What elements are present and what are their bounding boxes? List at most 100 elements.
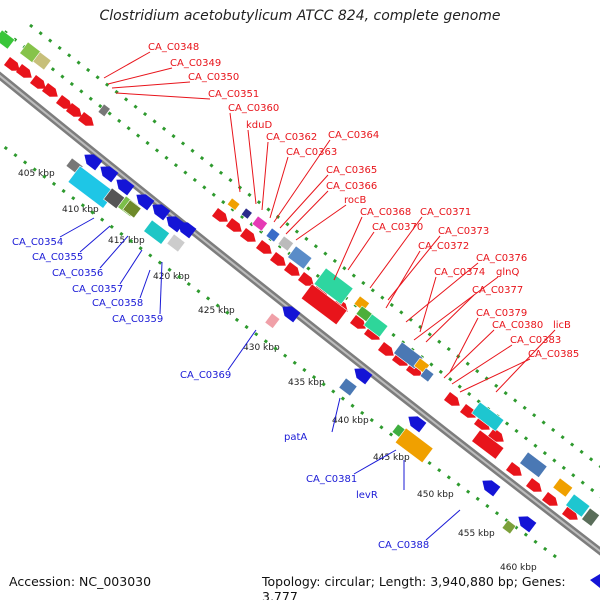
reverse-gene-label[interactable]: patA	[284, 432, 307, 443]
forward-gene-arrow	[15, 64, 32, 78]
gene-feature-box	[287, 245, 313, 270]
forward-gene-label[interactable]: CA_C0365	[326, 165, 377, 176]
gene-feature-box	[501, 519, 517, 535]
reverse-gene-label[interactable]: CA_C0381	[306, 474, 357, 485]
forward-gene-label[interactable]: CA_C0376	[476, 253, 527, 264]
forward-gene-arrow	[349, 315, 366, 329]
reverse-gene-label[interactable]: CA_C0369	[180, 370, 231, 381]
forward-gene-label[interactable]: CA_C0383	[510, 335, 561, 346]
forward-gene-leader	[425, 294, 475, 343]
forward-gene-arrow	[225, 218, 242, 232]
reverse-gene-arrow	[282, 306, 301, 323]
forward-gene-leader	[229, 112, 241, 193]
reverse-gene-label[interactable]: CA_C0354	[12, 237, 63, 248]
forward-gene-leader	[449, 317, 479, 373]
reverse-gene-label[interactable]: CA_C0355	[32, 252, 83, 263]
reverse-gene-leader	[353, 449, 397, 475]
forward-gene-leader	[369, 216, 423, 289]
reverse-gene-leader	[139, 269, 151, 299]
forward-gene-label[interactable]: licB	[553, 320, 571, 331]
forward-gene-leader	[333, 216, 363, 281]
tick-label: 435 kbp	[288, 378, 325, 388]
reverse-gene-arrow	[408, 416, 427, 433]
gene-feature-box	[338, 377, 358, 397]
forward-gene-label[interactable]: CA_C0368	[360, 207, 411, 218]
forward-gene-label[interactable]: CA_C0374	[434, 267, 485, 278]
gene-feature-box	[122, 199, 142, 219]
gene-feature-box	[226, 197, 241, 211]
forward-gene-arrow	[255, 240, 272, 254]
reverse-gene-label[interactable]: CA_C0388	[378, 540, 429, 551]
forward-gene-label[interactable]: CA_C0377	[472, 285, 523, 296]
forward-gene-label[interactable]: CA_C0380	[492, 320, 543, 331]
forward-gene-label[interactable]: rocB	[344, 195, 367, 206]
gene-feature-box	[264, 312, 281, 330]
forward-gene-label[interactable]: kduD	[246, 120, 272, 131]
forward-gene-arrow	[487, 428, 504, 442]
forward-gene-arrow	[525, 478, 542, 492]
reverse-gene-label[interactable]: CA_C0359	[112, 314, 163, 325]
reverse-gene-arrow	[354, 368, 373, 385]
forward-gene-leader	[261, 141, 269, 211]
forward-gene-arrow	[377, 342, 394, 356]
forward-gene-label[interactable]: CA_C0362	[266, 132, 317, 143]
reverse-gene-label[interactable]: CA_C0358	[92, 298, 143, 309]
forward-gene-label[interactable]: CA_C0350	[188, 72, 239, 83]
forward-gene-arrow	[391, 352, 408, 366]
reverse-gene-arrow	[178, 222, 197, 239]
gene-feature-box	[265, 227, 281, 243]
forward-gene-leader	[247, 129, 257, 205]
scroll-right-arrow-icon[interactable]	[590, 574, 600, 588]
forward-gene-label[interactable]: CA_C0363	[286, 147, 337, 158]
forward-gene-label[interactable]: CA_C0364	[328, 130, 379, 141]
reverse-gene-label[interactable]: CA_C0356	[52, 268, 103, 279]
forward-gene-arrow	[471, 429, 505, 460]
forward-gene-label[interactable]: glnQ	[496, 267, 519, 278]
reverse-gene-label[interactable]: levR	[356, 490, 378, 501]
map-title: Clostridium acetobutylicum ATCC 824, com…	[99, 8, 501, 24]
reverse-gene-label[interactable]: CA_C0357	[72, 284, 123, 295]
forward-gene-arrow	[29, 75, 46, 89]
gene-feature-box	[552, 477, 574, 498]
forward-gene-label[interactable]: CA_C0372	[418, 241, 469, 252]
forward-gene-label[interactable]: CA_C0371	[420, 207, 471, 218]
forward-gene-arrow	[459, 404, 476, 418]
forward-gene-arrow	[269, 252, 286, 266]
forward-gene-label[interactable]: CA_C0385	[528, 349, 579, 360]
gene-feature-box	[277, 235, 295, 252]
gene-feature-box	[251, 215, 269, 232]
gene-feature-box	[419, 367, 435, 383]
forward-gene-label[interactable]: CA_C0370	[372, 222, 423, 233]
gene-feature-box	[143, 219, 170, 245]
reverse-gene-leader	[331, 397, 341, 433]
forward-gene-leader	[279, 174, 329, 229]
forward-gene-label[interactable]: CA_C0373	[438, 226, 489, 237]
genome-summary-text: Topology: circular; Length: 3,940,880 bp…	[262, 574, 566, 600]
forward-gene-arrow	[505, 462, 522, 476]
forward-gene-arrow	[443, 392, 460, 406]
forward-gene-label[interactable]: CA_C0379	[476, 308, 527, 319]
forward-gene-arrow	[541, 492, 558, 506]
reverse-gene-leader	[425, 509, 461, 541]
forward-gene-arrow	[363, 326, 380, 340]
tick-label: 440 kbp	[332, 416, 369, 426]
forward-gene-leader	[347, 231, 375, 271]
gene-feature-box	[581, 507, 600, 527]
reverse-gene-arrow	[100, 166, 119, 183]
reverse-gene-leader	[159, 261, 163, 315]
forward-gene-label[interactable]: CA_C0351	[208, 89, 259, 100]
forward-gene-arrow	[300, 283, 348, 326]
reverse-gene-arrow	[482, 480, 501, 497]
forward-gene-label[interactable]: CA_C0348	[148, 42, 199, 53]
forward-gene-label[interactable]: CA_C0360	[228, 103, 279, 114]
forward-gene-label[interactable]: CA_C0366	[326, 181, 377, 192]
forward-gene-arrow	[211, 208, 228, 222]
feature-layer	[0, 29, 600, 535]
reverse-gene-leader	[59, 217, 95, 238]
tick-label: 415 kbp	[108, 236, 145, 246]
forward-gene-label[interactable]: CA_C0349	[170, 58, 221, 69]
gene-feature-box	[363, 313, 389, 338]
tick-label: 455 kbp	[458, 529, 495, 539]
